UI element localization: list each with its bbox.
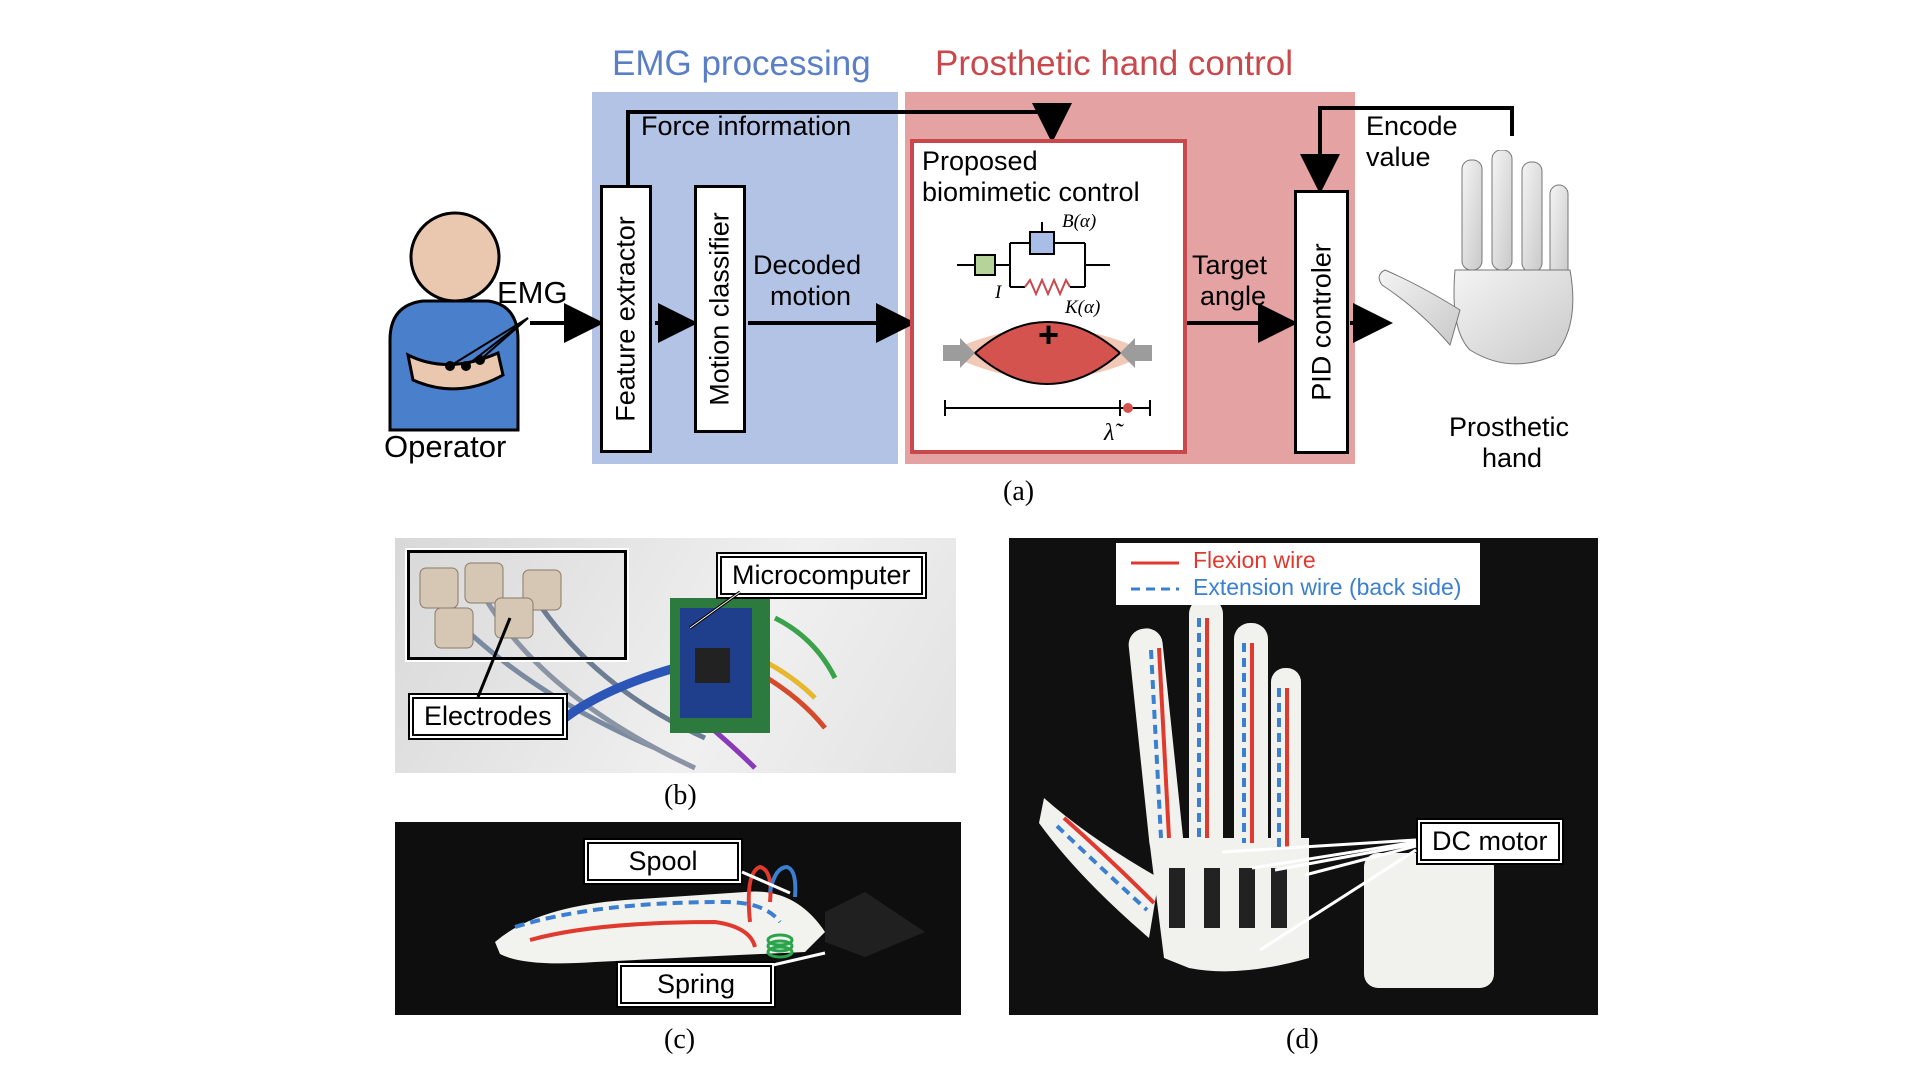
proposed-label-1: Proposed xyxy=(922,146,1038,176)
spool-callout: Spool xyxy=(585,840,741,883)
proposed-label-2: biomimetic control xyxy=(922,177,1140,207)
extension-legend-line xyxy=(1131,587,1179,591)
spring-callout: Spring xyxy=(618,963,774,1006)
target-angle-label-2: angle xyxy=(1200,281,1267,311)
caption-d: (d) xyxy=(1286,1024,1319,1055)
force-information-label: Force information xyxy=(641,111,852,141)
prosthetic-hand-image xyxy=(1378,150,1574,365)
flexion-legend-label: Flexion wire xyxy=(1193,547,1316,573)
inertia-label: I xyxy=(995,282,1002,303)
caption-a: (a) xyxy=(1003,476,1035,507)
caption-b: (b) xyxy=(664,780,697,811)
plus-label: + xyxy=(1038,314,1060,355)
panel-d-photo: Flexion wire Extension wire (back side) xyxy=(1009,538,1598,1015)
pid-controller-box: PID controler xyxy=(1294,190,1349,454)
encode-value-label-1: Encode xyxy=(1366,111,1458,141)
proposed-control-box xyxy=(910,139,1187,454)
feature-extractor-box: Feature extractor xyxy=(600,185,652,453)
prosthetic-hand-label-1: Prosthetic xyxy=(1449,412,1570,442)
k-alpha-label: K(α) xyxy=(1065,297,1101,318)
lambda-label: λ̃ xyxy=(1104,420,1115,446)
impedance-model-diagram xyxy=(943,222,1152,416)
encode-value-label-2: value xyxy=(1366,142,1431,172)
decoded-motion-label-2: motion xyxy=(770,281,852,311)
prosthetic-hand-photo xyxy=(1039,598,1494,988)
operator-label: Operator xyxy=(384,429,507,464)
flexion-legend-line xyxy=(1131,561,1179,565)
wire-legend: Flexion wire Extension wire (back side) xyxy=(1116,543,1480,605)
extension-legend-label: Extension wire (back side) xyxy=(1193,574,1462,600)
operator-figure xyxy=(388,211,529,432)
emg-label: EMG xyxy=(497,275,568,310)
target-angle-label-1: Target xyxy=(1192,250,1268,280)
finger-mechanism-image xyxy=(495,864,925,964)
prosthetic-hand-label-2: hand xyxy=(1482,443,1543,473)
electrodes-callout: Electrodes xyxy=(410,695,566,738)
emg-processing-title: EMG processing xyxy=(612,44,871,83)
motion-classifier-box: Motion classifier xyxy=(694,185,746,433)
decoded-motion-label-1: Decoded xyxy=(753,250,862,280)
dc-motor-callout: DC motor xyxy=(1418,820,1562,863)
caption-c: (c) xyxy=(664,1024,696,1055)
microcomputer-callout: Microcomputer xyxy=(718,554,925,597)
b-alpha-label: B(α) xyxy=(1062,211,1097,232)
electrodes-highlight-box xyxy=(405,548,629,662)
prosthetic-control-title: Prosthetic hand control xyxy=(935,44,1293,83)
